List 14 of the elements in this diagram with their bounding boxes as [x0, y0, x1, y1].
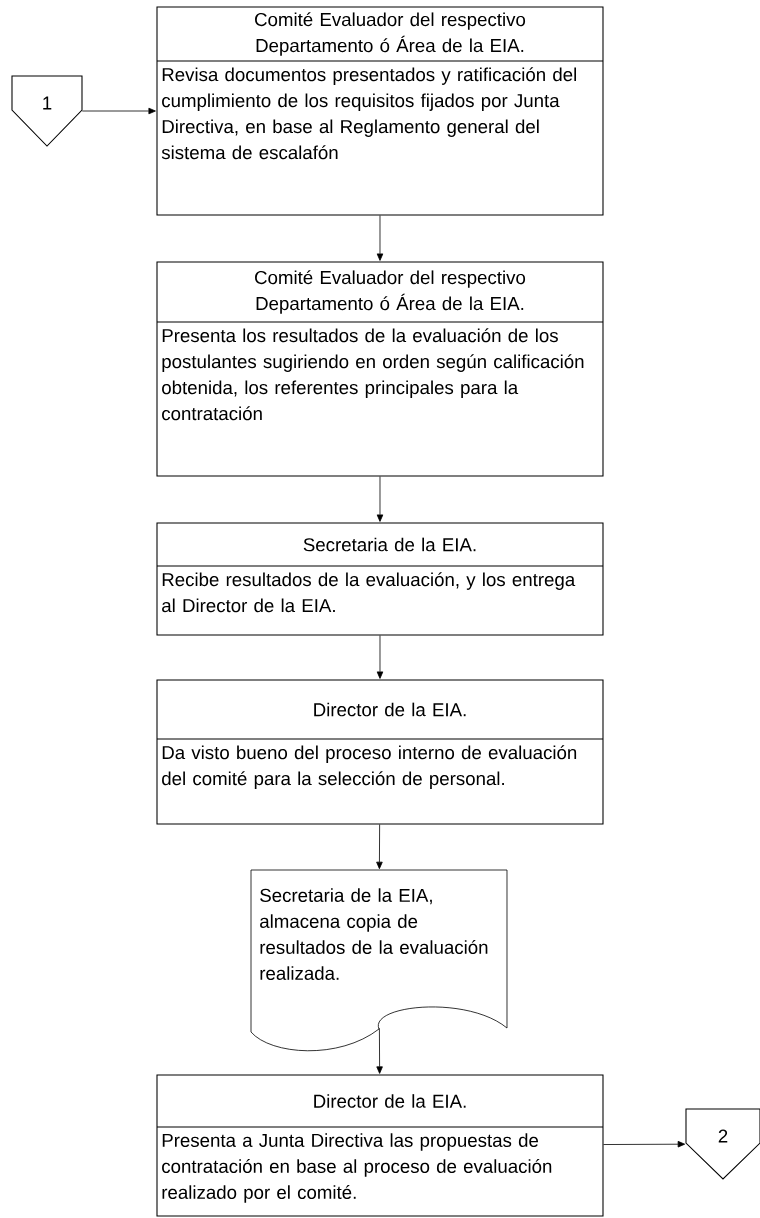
arrow: [376, 215, 384, 261]
process-box: Comité Evaluador del respectivo Departamento ó Área de la EIA. Revisa documentos presentados y ratificación del cumplimiento de los requisitos fijados por Junta Directiva, en base al Reglamento general del sistema de escalafón: [156, 6, 604, 216]
arrow: [603, 1140, 686, 1148]
arrow: [376, 824, 383, 870]
process-box: Secretaria de la EIA. Recibe resultados de la evaluación, y los entrega al Director de la EIA.: [156, 522, 604, 636]
arrow: [81, 107, 156, 115]
process-box: Director de la EIA. Da visto bueno del proceso interno de evaluación del comité para la selección de personal.: [156, 679, 604, 825]
off-page-connector: 1: [11, 75, 83, 147]
arrow: [376, 476, 384, 522]
arrow: [376, 1027, 383, 1074]
off-page-connector: 2: [685, 1108, 760, 1180]
process-box: Director de la EIA. Presenta a Junta Directiva las propuestas de contratación en base al proceso de evaluación realizado por el comité.: [156, 1074, 604, 1217]
process-box: Comité Evaluador del respectivo Departamento ó Área de la EIA. Presenta los resultados de la evaluación de los postulantes sugiriendo en orden según calificación obtenida, los referentes principales para la contratación: [156, 261, 604, 477]
arrow: [376, 635, 384, 679]
